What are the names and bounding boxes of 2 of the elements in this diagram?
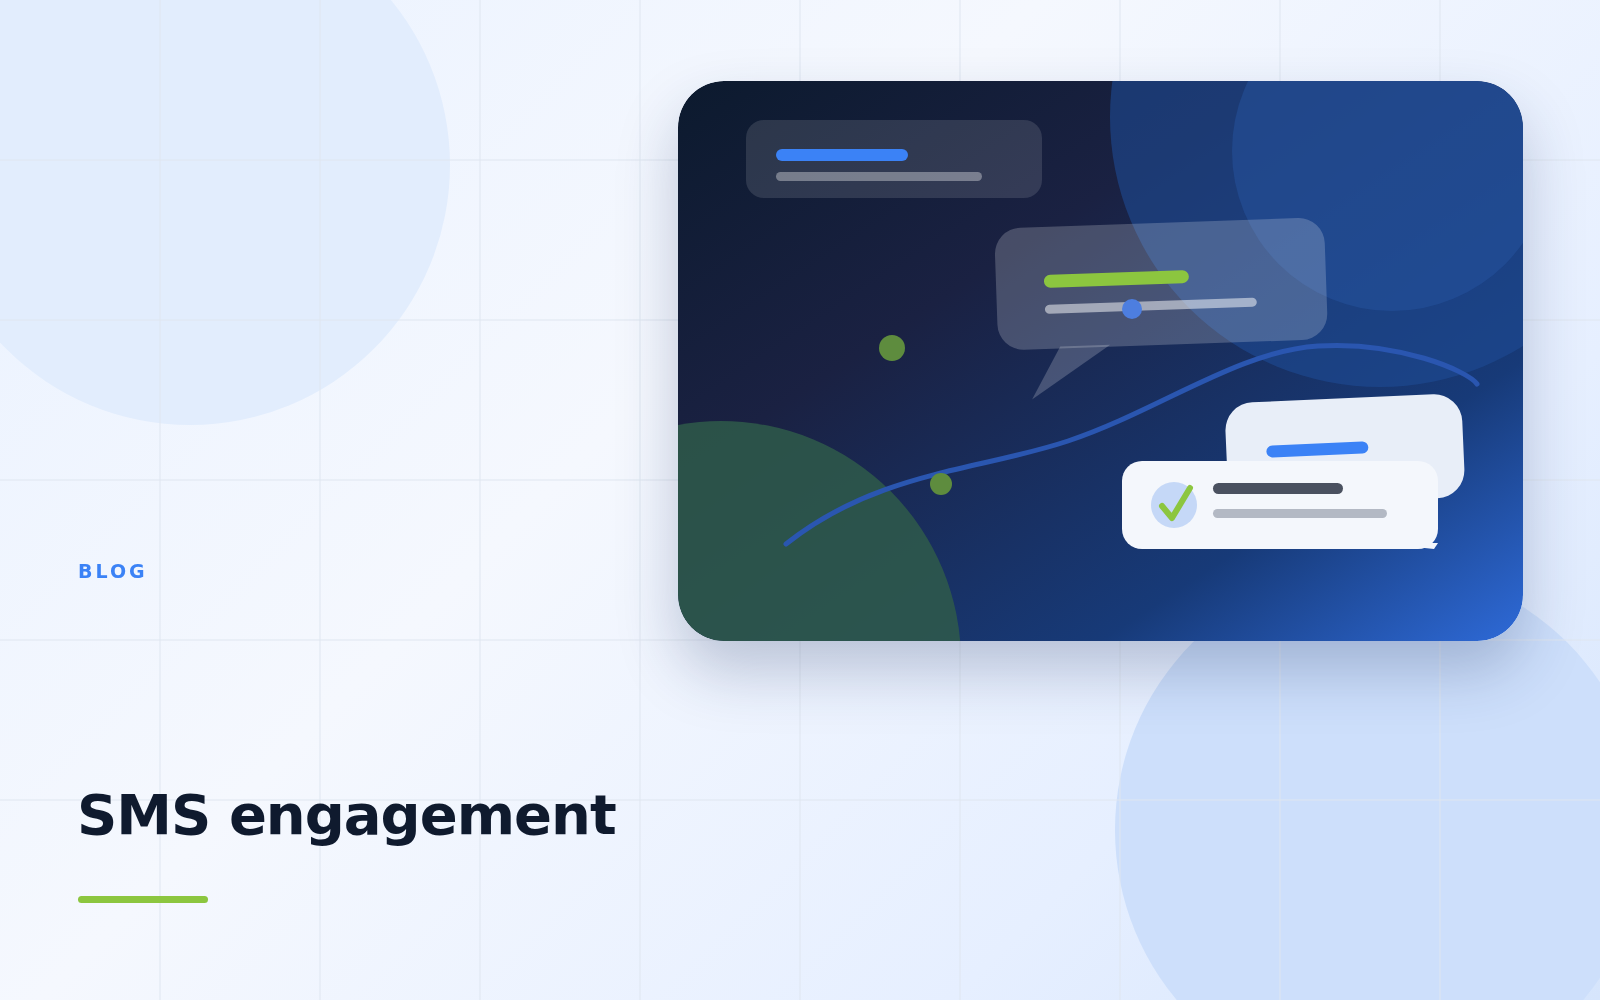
page-title: SMS engagement [77,782,616,847]
category-label: BLOG [78,560,148,582]
